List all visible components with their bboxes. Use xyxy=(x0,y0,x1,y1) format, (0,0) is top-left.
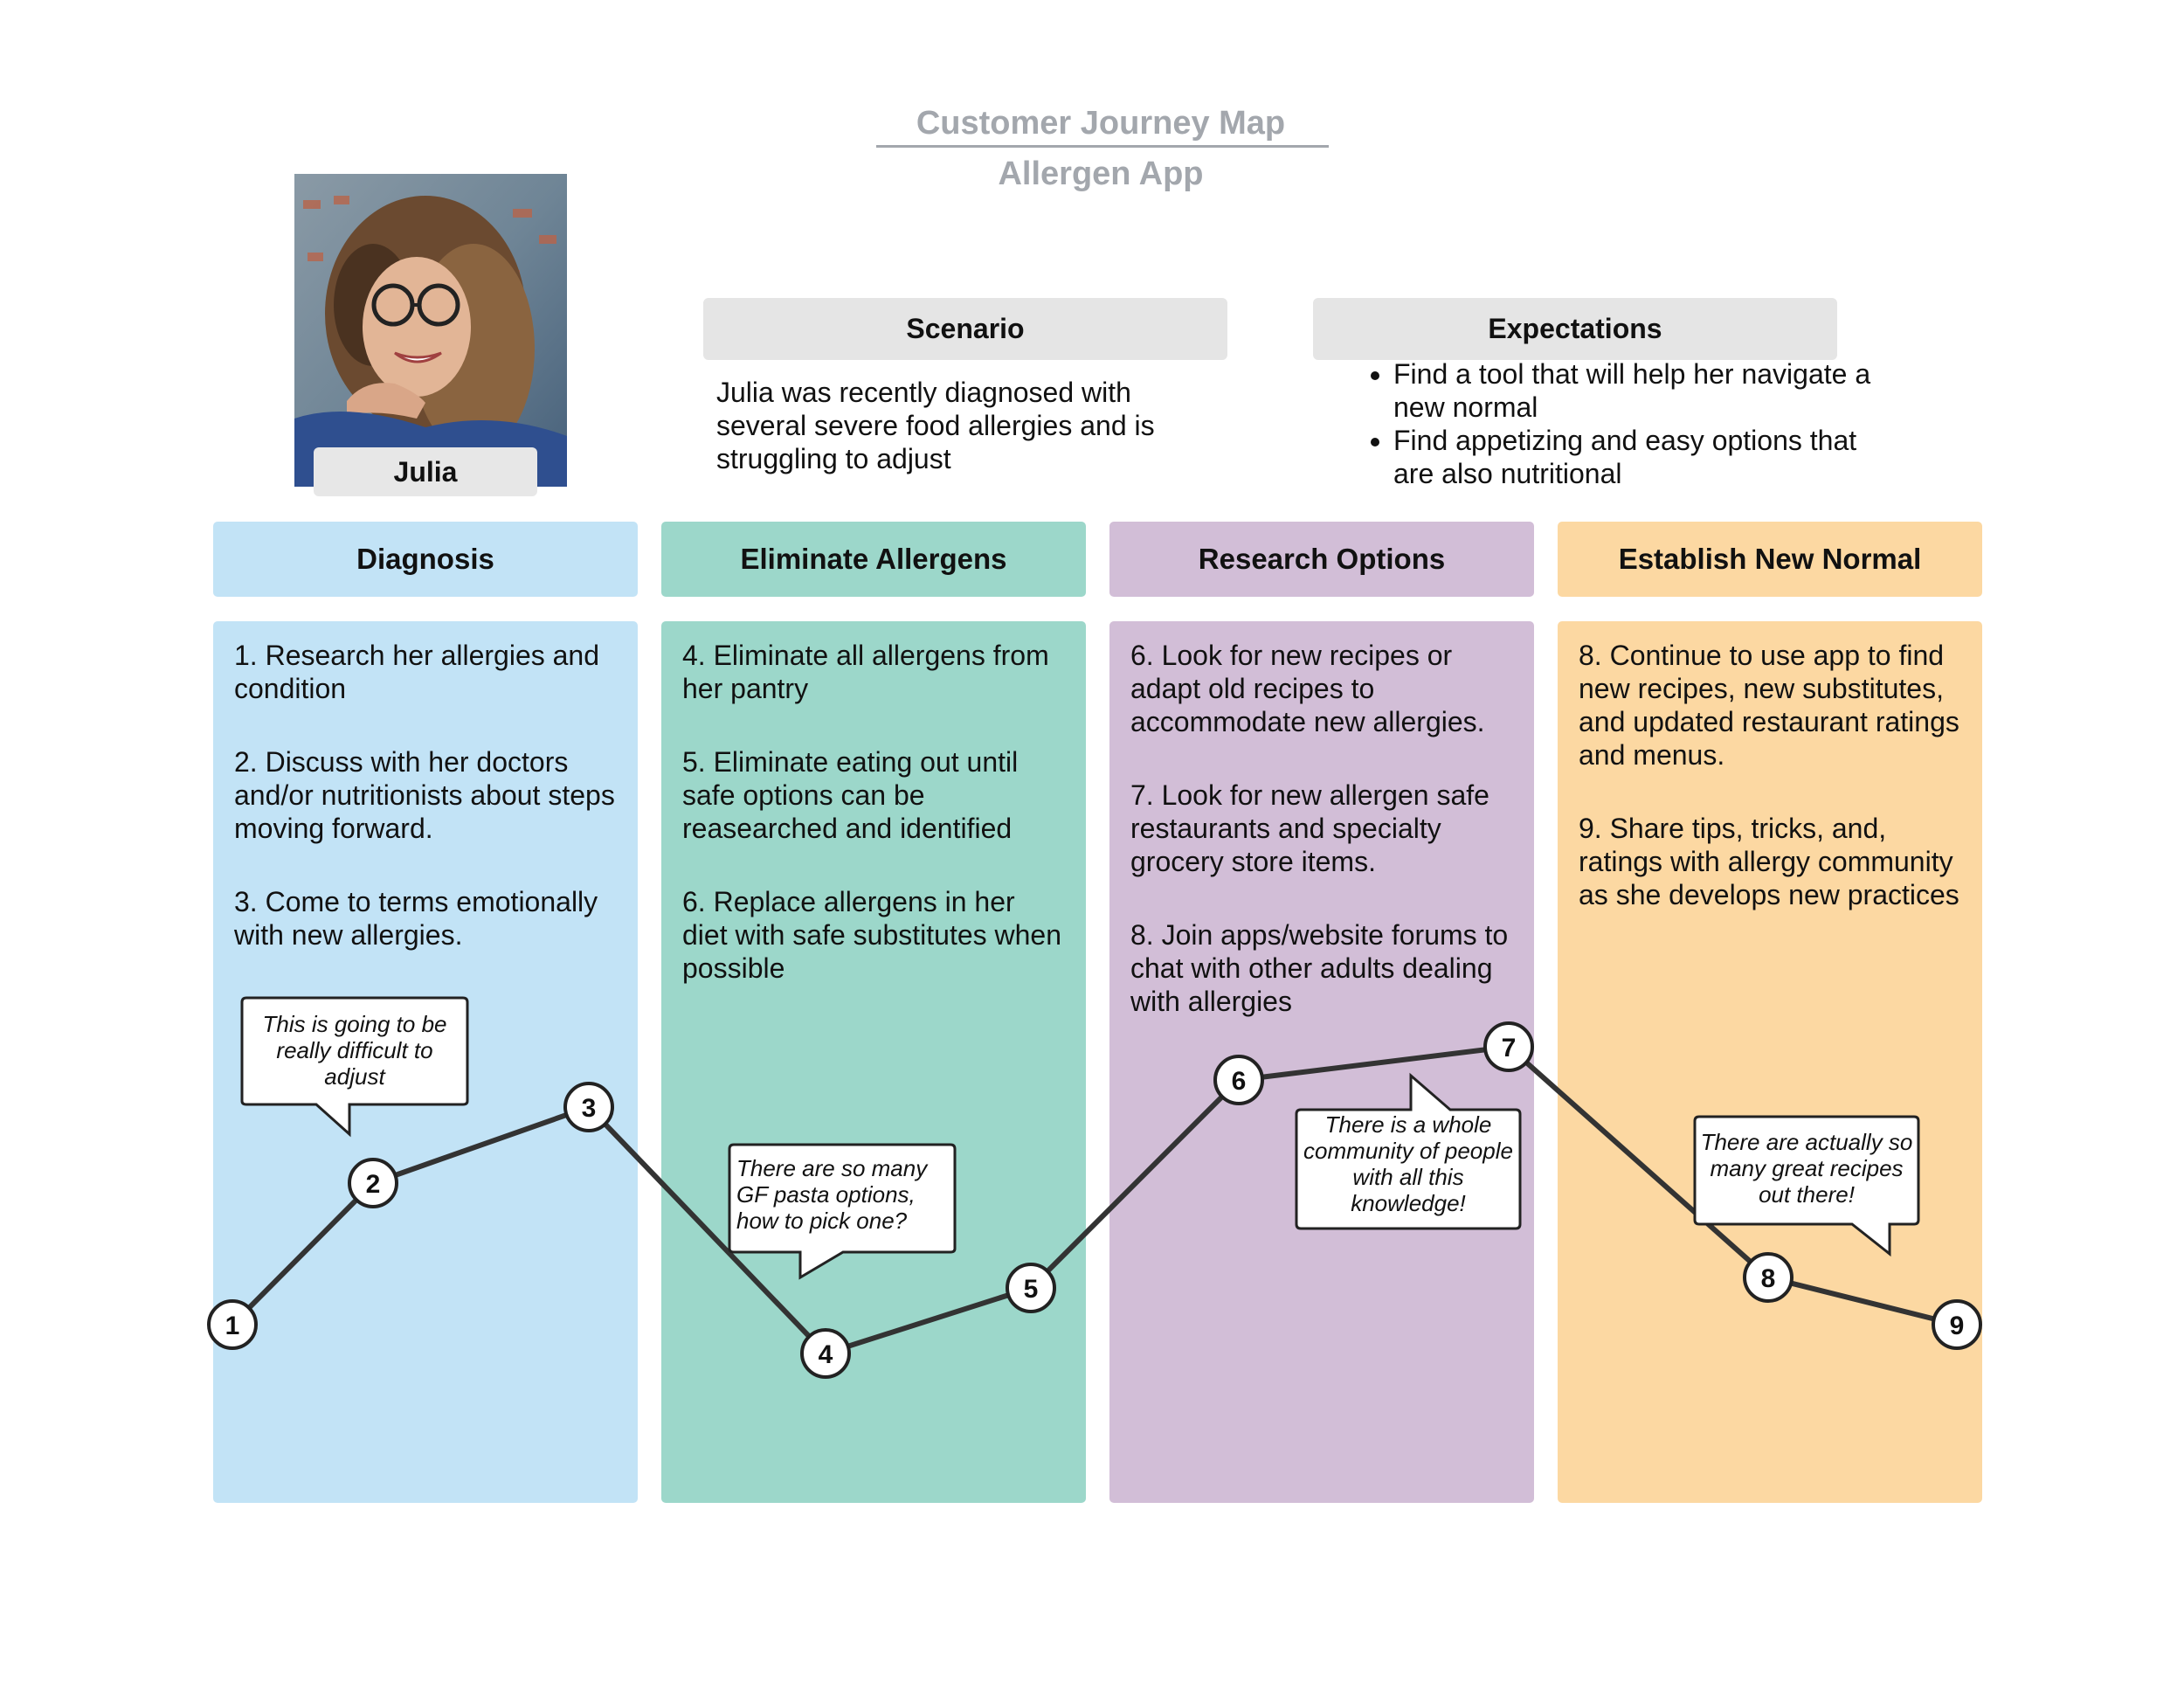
journey-marker: 6 xyxy=(1215,1056,1262,1104)
quote-bubble: There are actually so many great recipes… xyxy=(1695,1117,1918,1254)
journey-marker-label: 2 xyxy=(366,1170,381,1199)
quote-bubble: There are so many GF pasta options, how … xyxy=(729,1145,955,1277)
quote-line: There are actually so xyxy=(1701,1129,1913,1155)
journey-marker-label: 1 xyxy=(225,1312,240,1340)
quote-line: GF pasta options, xyxy=(736,1181,916,1208)
quote-line: There are so many xyxy=(736,1155,929,1181)
quote-line: community of people xyxy=(1303,1138,1513,1164)
quote-line: many great recipes xyxy=(1710,1155,1903,1181)
journey-marker: 7 xyxy=(1485,1023,1532,1070)
journey-marker-label: 6 xyxy=(1232,1067,1247,1096)
journey-marker: 1 xyxy=(209,1301,256,1348)
quote-line: knowledge! xyxy=(1351,1190,1466,1216)
quote-line: This is going to be xyxy=(262,1011,446,1037)
quote-bubble: This is going to be really difficult to … xyxy=(242,998,467,1134)
quote-line: adjust xyxy=(324,1063,386,1090)
journey-marker: 3 xyxy=(565,1083,612,1131)
quote-line: There is a whole xyxy=(1325,1111,1492,1138)
quote-bubble: There is a whole community of people wit… xyxy=(1296,1076,1520,1229)
journey-marker: 9 xyxy=(1933,1301,1980,1348)
journey-marker-label: 7 xyxy=(1502,1034,1517,1062)
journey-marker-label: 3 xyxy=(582,1094,597,1123)
journey-marker: 2 xyxy=(349,1159,397,1207)
journey-marker-label: 8 xyxy=(1761,1264,1776,1293)
journey-marker-label: 9 xyxy=(1950,1312,1965,1340)
quote-line: with all this xyxy=(1352,1164,1463,1190)
quote-line: out there! xyxy=(1759,1181,1855,1208)
journey-marker: 5 xyxy=(1007,1264,1054,1312)
journey-marker-label: 5 xyxy=(1024,1275,1039,1304)
journey-marker-label: 4 xyxy=(819,1340,833,1369)
quote-line: how to pick one? xyxy=(736,1208,908,1234)
journey-marker: 8 xyxy=(1745,1254,1792,1301)
journey-marker: 4 xyxy=(802,1330,849,1377)
quote-line: really difficult to xyxy=(276,1037,432,1063)
